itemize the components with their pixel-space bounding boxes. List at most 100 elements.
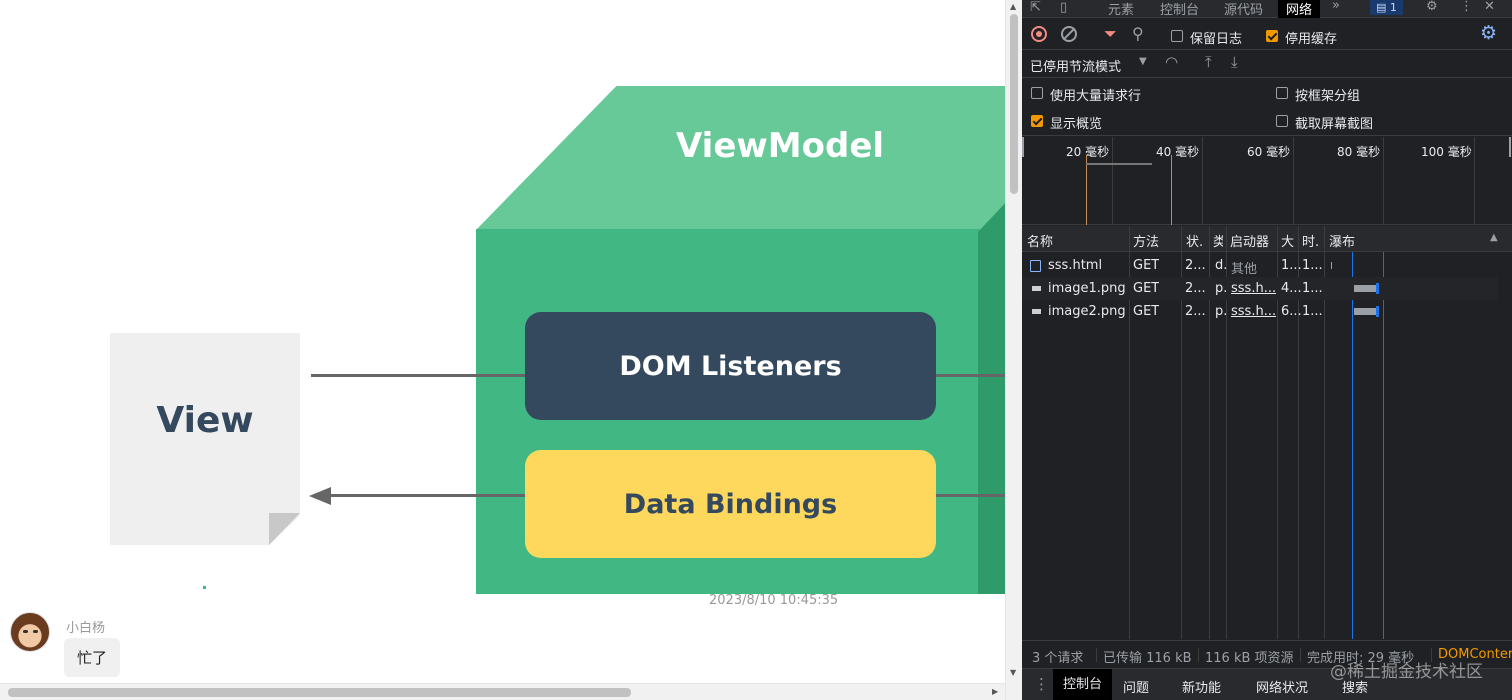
- overview-tick-40ms: 40 毫秒: [1156, 145, 1200, 159]
- dom-listeners-line-right: [935, 374, 1005, 377]
- scroll-up-icon[interactable]: ▲: [1010, 2, 1017, 11]
- devtools-drawer: ⋮ 控制台 问题 新功能 网络状况 搜索: [1022, 668, 1512, 700]
- request-time: 1...: [1302, 281, 1323, 296]
- disable-cache-checkbox[interactable]: [1266, 30, 1278, 42]
- devtools-tab-bar: ⇱ ▯ 元素 控制台 源代码 网络 » ▤ 1 ⚙ ⋮ ✕: [1022, 0, 1512, 18]
- column-method[interactable]: 方法: [1133, 235, 1160, 250]
- scroll-down-icon[interactable]: ▼: [1010, 668, 1017, 677]
- network-settings-gear-icon[interactable]: ⚙: [1480, 22, 1498, 44]
- overview-handle-right[interactable]: [1509, 137, 1511, 157]
- column-waterfall[interactable]: 瀑布: [1329, 235, 1356, 250]
- image-file-icon: [1032, 309, 1041, 314]
- request-status: 2...: [1185, 304, 1206, 319]
- tab-network[interactable]: 网络: [1278, 0, 1321, 18]
- clear-icon[interactable]: [1061, 26, 1077, 42]
- device-toolbar-icon[interactable]: ▯: [1060, 0, 1068, 15]
- data-bindings-line-right: [935, 494, 1005, 497]
- request-initiator: 其他: [1231, 262, 1258, 277]
- filter-icon[interactable]: ⏷: [1104, 24, 1117, 43]
- mvvm-diagram: ViewModel DOM Listeners Data Bindings Vi…: [110, 86, 1005, 594]
- show-overview-checkbox[interactable]: [1031, 115, 1043, 127]
- drawer-tab-search[interactable]: 搜索: [1342, 681, 1369, 696]
- column-name[interactable]: 名称: [1027, 235, 1054, 250]
- avatar-eye-left: [23, 630, 28, 633]
- close-devtools-icon[interactable]: ✕: [1484, 0, 1495, 14]
- status-separator: [1096, 648, 1097, 662]
- capture-screenshots-checkbox[interactable]: [1276, 115, 1288, 127]
- network-conditions-wifi-icon[interactable]: ◠: [1165, 53, 1179, 71]
- scroll-right-icon[interactable]: ▶: [992, 687, 999, 696]
- request-type: p.: [1215, 304, 1228, 319]
- document-icon: [1030, 260, 1041, 272]
- drawer-menu-icon[interactable]: ⋮: [1034, 675, 1049, 693]
- request-method: GET: [1133, 258, 1160, 273]
- request-status: 2...: [1185, 281, 1206, 296]
- vertical-scroll-thumb[interactable]: [1010, 14, 1018, 194]
- column-status[interactable]: 状.: [1186, 235, 1204, 250]
- webpage: ViewModel DOM Listeners Data Bindings Vi…: [0, 86, 1005, 700]
- column-size[interactable]: 大: [1281, 235, 1295, 250]
- overview-handle-left[interactable]: [1022, 137, 1024, 157]
- dom-listeners-box: DOM Listeners: [525, 312, 936, 420]
- chat-username: 小白杨: [66, 621, 106, 636]
- group-by-frame-checkbox[interactable]: [1276, 87, 1288, 99]
- column-separator: [1226, 226, 1227, 639]
- network-overview[interactable]: 20 毫秒 40 毫秒 60 毫秒 80 毫秒 100 毫秒: [1022, 137, 1512, 225]
- message-timestamp: 2023/8/10 10:45:35: [709, 593, 839, 608]
- overview-gridline: [1112, 137, 1113, 225]
- horizontal-scroll-thumb[interactable]: [8, 688, 631, 697]
- table-row[interactable]: sss.html GET 2... d. 其他 1... 1...: [1022, 254, 1498, 277]
- drawer-tab-network-conditions[interactable]: 网络状况: [1256, 681, 1309, 696]
- issues-badge[interactable]: ▤ 1: [1370, 0, 1403, 15]
- request-name[interactable]: image1.png: [1048, 281, 1126, 296]
- request-initiator-link[interactable]: sss.h...: [1231, 281, 1277, 296]
- import-har-icon[interactable]: ⤒: [1205, 53, 1212, 71]
- tab-elements[interactable]: 元素: [1108, 3, 1135, 18]
- preserve-log-checkbox[interactable]: [1171, 30, 1183, 42]
- overview-gridline: [1293, 137, 1294, 225]
- overview-tick-20ms: 20 毫秒: [1066, 145, 1110, 159]
- drawer-tab-console[interactable]: 控制台: [1053, 669, 1113, 700]
- avatar[interactable]: [10, 612, 50, 652]
- settings-gear-icon[interactable]: ⚙: [1426, 0, 1438, 14]
- request-type: d.: [1215, 258, 1228, 273]
- table-row[interactable]: image2.png GET 2... p. sss.h... 6... 1..…: [1022, 300, 1498, 323]
- horizontal-scrollbar[interactable]: ▶: [0, 683, 1005, 700]
- request-method: GET: [1133, 304, 1160, 319]
- vertical-scrollbar[interactable]: ▲ ▼: [1005, 0, 1022, 700]
- chevron-down-icon[interactable]: ▼: [1139, 56, 1147, 67]
- export-har-icon[interactable]: ⤓: [1231, 53, 1238, 71]
- tab-console[interactable]: 控制台: [1160, 3, 1200, 18]
- column-type[interactable]: 类: [1213, 235, 1223, 250]
- inspect-element-icon[interactable]: ⇱: [1030, 0, 1041, 15]
- search-icon[interactable]: ⚲: [1132, 24, 1144, 43]
- overview-gridline: [1202, 137, 1203, 225]
- throttling-select[interactable]: 已停用节流模式: [1030, 60, 1122, 75]
- request-name[interactable]: image2.png: [1048, 304, 1126, 319]
- column-time[interactable]: 时.: [1302, 235, 1320, 250]
- waterfall-bar: [1354, 285, 1376, 292]
- large-rows-checkbox[interactable]: [1031, 87, 1043, 99]
- status-separator: [1300, 648, 1301, 662]
- status-separator: [1198, 648, 1199, 662]
- sort-up-icon[interactable]: ▲: [1490, 232, 1498, 243]
- column-initiator[interactable]: 启动器: [1230, 235, 1270, 250]
- preserve-log-label: 保留日志: [1190, 32, 1243, 47]
- request-initiator-link[interactable]: sss.h...: [1231, 304, 1277, 319]
- more-tabs-icon[interactable]: »: [1332, 0, 1340, 13]
- request-name[interactable]: sss.html: [1048, 258, 1103, 273]
- data-bindings-line-left: [330, 494, 526, 497]
- more-options-icon[interactable]: ⋮: [1460, 0, 1473, 14]
- record-stop-icon[interactable]: [1031, 26, 1047, 42]
- table-row[interactable]: image1.png GET 2... p. sss.h... 4... 1..…: [1022, 277, 1498, 300]
- request-size: 6...: [1281, 304, 1302, 319]
- request-time: 1...: [1302, 258, 1323, 273]
- tab-sources[interactable]: 源代码: [1224, 3, 1264, 18]
- request-type: p.: [1215, 281, 1228, 296]
- view-label: View: [156, 400, 254, 441]
- requests-table-header: 名称 方法 状. 类 启动器 大 时. 瀑布 ▲: [1022, 226, 1512, 252]
- drawer-tab-whats-new[interactable]: 新功能: [1182, 681, 1222, 696]
- status-resources: 116 kB 项资源: [1205, 651, 1294, 666]
- request-size: 4...: [1281, 281, 1302, 296]
- drawer-tab-issues[interactable]: 问题: [1123, 681, 1150, 696]
